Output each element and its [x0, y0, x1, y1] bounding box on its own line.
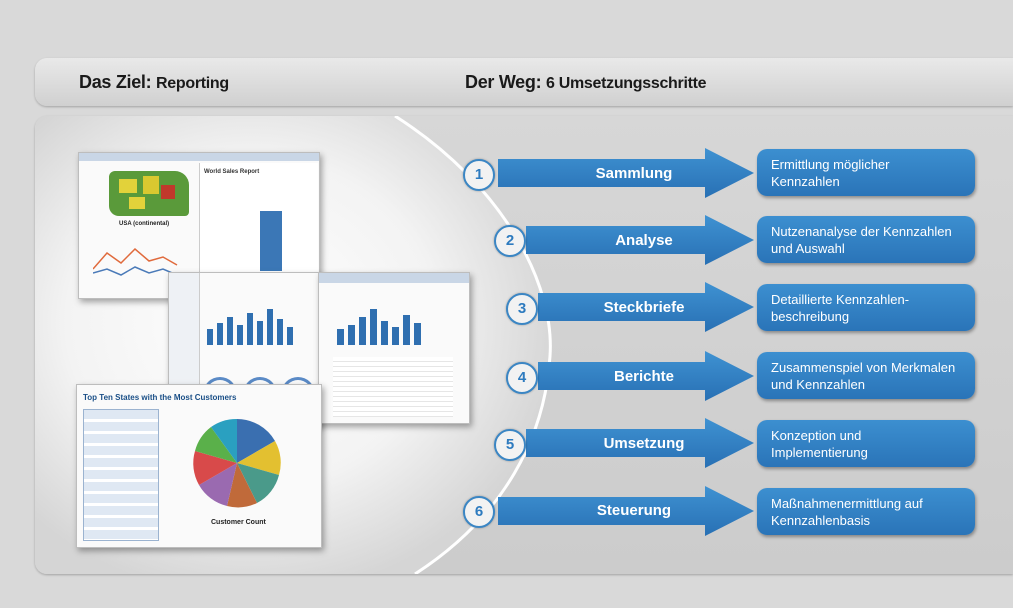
step-label-5: Umsetzung [603, 435, 685, 452]
step-label-4: Berichte [613, 368, 675, 385]
step-number-2: 2 [494, 225, 526, 257]
step-description-2: Nutzenanalyse der Kennzahlen und Auswahl [757, 216, 975, 263]
step-number-3: 3 [506, 293, 538, 325]
step-number-6: 6 [463, 496, 495, 528]
pie-caption: Customer Count [211, 519, 266, 526]
step-number-4: 4 [506, 362, 538, 394]
step-arrow-4 [538, 351, 754, 401]
header-bar: Das Ziel: Reporting Der Weg: 6 Umsetzung… [35, 58, 1013, 106]
usa-map-shape [109, 171, 189, 216]
way-heading: Der Weg: 6 Umsetzungsschritte [465, 72, 707, 93]
step-description-1: Ermittlung möglicher Kennzahlen [757, 149, 975, 196]
goal-label: Das Ziel: [79, 72, 152, 92]
step-number-1: 1 [463, 159, 495, 191]
step-arrow-1 [498, 148, 754, 198]
step-description-4: Zusammenspiel von Merkmalen und Kennzahl… [757, 352, 975, 399]
way-value: 6 Umsetzungsschritte [545, 75, 707, 92]
step-arrow-3 [538, 282, 754, 332]
step-number-5: 5 [494, 429, 526, 461]
bar-chart-thumbnail [207, 309, 293, 345]
states-table [83, 409, 159, 541]
step-label-6: Steuerung [596, 502, 672, 519]
goal-heading: Das Ziel: Reporting [79, 72, 229, 93]
step-arrow-2 [526, 215, 754, 265]
top-ten-report-thumbnail: Top Ten States with the Most Customers C… [76, 384, 322, 548]
pie-chart-thumbnail [193, 418, 281, 508]
step-description-5: Konzeption und Implementierung [757, 420, 975, 467]
step-description-3: Detaillierte Kennzahlen-beschreibung [757, 284, 975, 331]
table-report-thumbnail [318, 272, 470, 424]
line-chart-thumbnail [93, 247, 178, 276]
map-caption: USA (continental) [119, 221, 170, 227]
goal-value: Reporting [156, 75, 229, 92]
step-label-3: Steckbriefe [603, 299, 685, 316]
step-arrow-6 [498, 486, 754, 536]
step-arrow-5 [526, 418, 754, 468]
step-description-6: Maßnahmenermittlung auf Kennzahlenbasis [757, 488, 975, 535]
way-label: Der Weg: [465, 72, 542, 92]
bar-chart-thumbnail-2 [337, 309, 421, 345]
step-label-2: Analyse [615, 232, 673, 249]
step-label-1: Sammlung [595, 165, 673, 182]
top-ten-title: Top Ten States with the Most Customers [83, 393, 237, 402]
world-sales-title: World Sales Report [204, 169, 260, 175]
